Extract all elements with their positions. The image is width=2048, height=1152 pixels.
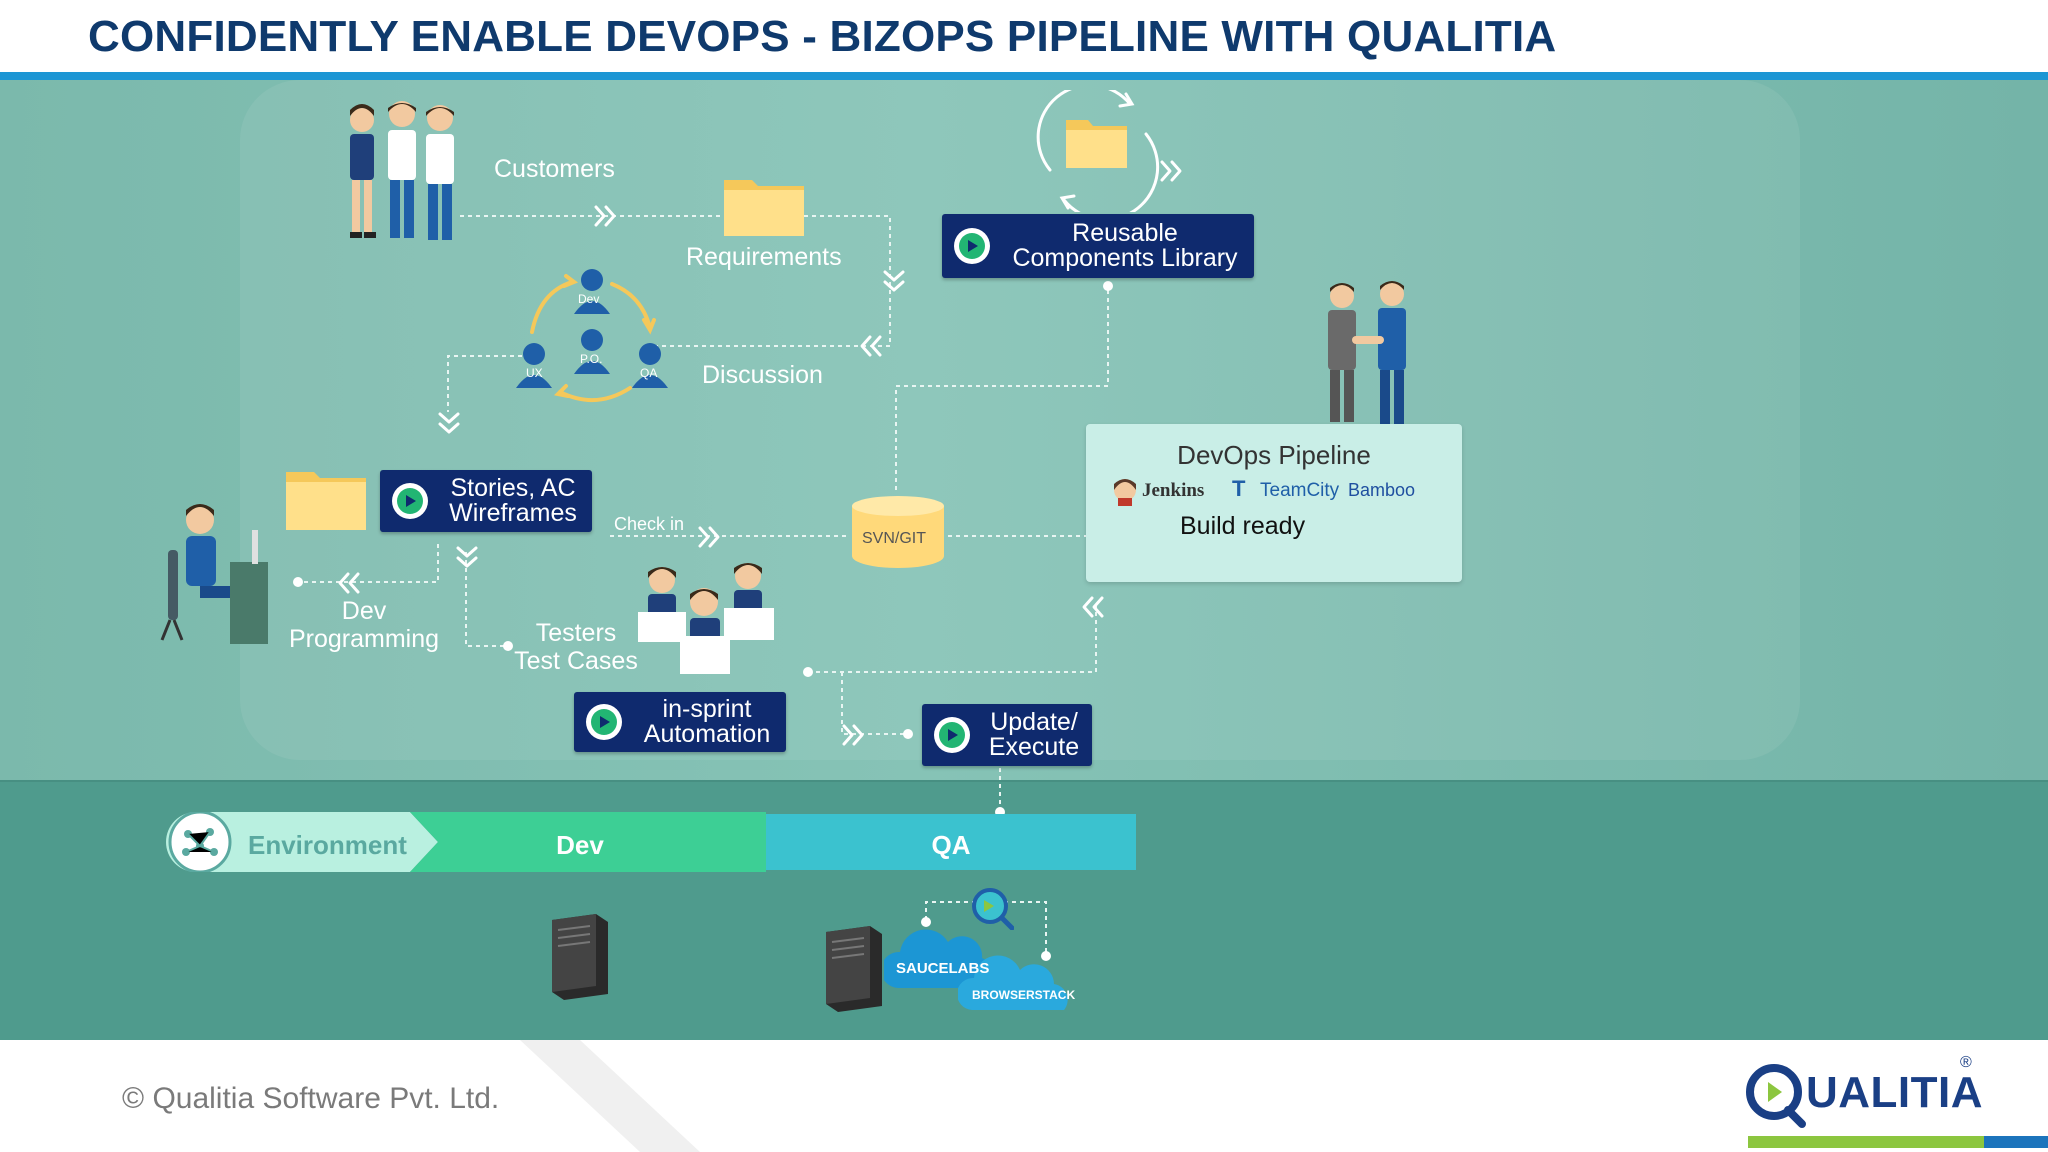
logo-bar-green bbox=[1748, 1136, 1984, 1148]
jenkins-icon bbox=[1114, 479, 1136, 506]
cloud-icon bbox=[958, 955, 1068, 1010]
qualitia-play-icon bbox=[586, 704, 622, 740]
discussion-label: Discussion bbox=[702, 361, 823, 389]
logo-bar-blue bbox=[1984, 1136, 2048, 1148]
svn-git-label: SVN/GIT bbox=[862, 530, 927, 547]
header-bar bbox=[0, 0, 2048, 74]
dev-programming-label: Dev Programming bbox=[284, 597, 444, 653]
server-icon bbox=[826, 926, 882, 1012]
env-stage-dev: Dev bbox=[556, 830, 604, 860]
build-status: Build ready bbox=[1180, 512, 1306, 540]
sync-arrows-icon bbox=[1036, 90, 1160, 212]
tool-bamboo: Bamboo bbox=[1348, 480, 1416, 500]
update-line2: Execute bbox=[988, 733, 1080, 761]
testers-line2: Test Cases bbox=[514, 646, 638, 675]
update-execute-badge: Update/ Execute bbox=[922, 704, 1092, 766]
customers-label: Customers bbox=[494, 155, 615, 183]
role-dev-label: Dev bbox=[578, 292, 600, 306]
registered-mark: ® bbox=[1960, 1054, 1972, 1071]
folder-icon bbox=[724, 180, 804, 236]
dev-line1: Dev bbox=[341, 597, 387, 625]
qualitia-play-icon bbox=[954, 228, 990, 264]
reusable-components-badge: Reusable Components Library bbox=[942, 214, 1254, 278]
testers-icon bbox=[638, 563, 774, 674]
tool-jenkins: Jenkins bbox=[1142, 480, 1205, 501]
handshake-icon bbox=[1328, 281, 1406, 424]
testers-line1: Testers bbox=[535, 619, 617, 647]
role-ux-label: UX bbox=[526, 366, 543, 380]
update-line1: Update/ bbox=[990, 708, 1078, 736]
devops-pipeline-box: DevOps Pipeline Jenkins T TeamCity Bambo… bbox=[1086, 424, 1462, 582]
folder-icon bbox=[286, 472, 366, 530]
reusable-line1: Reusable bbox=[1072, 219, 1178, 247]
environment-label: Environment bbox=[248, 830, 407, 860]
role-qa-label: QA bbox=[640, 366, 658, 380]
header-rule bbox=[0, 72, 2048, 80]
footer bbox=[0, 1040, 2048, 1152]
testers-label: Testers Test Cases bbox=[496, 619, 656, 675]
desk-worker-icon bbox=[160, 504, 268, 644]
people-group-icon bbox=[516, 269, 668, 403]
footer-decoration bbox=[520, 1040, 700, 1152]
check-in-label: Check in bbox=[614, 514, 685, 534]
browserstack-label: BROWSERSTACK bbox=[972, 988, 1076, 1002]
magnifier-icon bbox=[972, 888, 1014, 930]
stories-line2: Wireframes bbox=[449, 499, 577, 527]
role-po-label: P.O. bbox=[580, 352, 603, 366]
requirements-label: Requirements bbox=[686, 243, 842, 271]
stories-line1: Stories, AC bbox=[450, 474, 576, 502]
teamcity-icon: T bbox=[1232, 476, 1246, 501]
environment-band bbox=[166, 812, 1136, 872]
dev-line2: Programming bbox=[288, 624, 440, 653]
reusable-line2: Components Library bbox=[1012, 244, 1238, 272]
cloud-icon bbox=[884, 929, 993, 988]
env-stage-qa: QA bbox=[931, 830, 971, 860]
qualitia-logo-text: UALITIA bbox=[1806, 1068, 1984, 1117]
server-icon bbox=[552, 914, 608, 1000]
in-sprint-automation-badge: in-sprint Automation bbox=[574, 692, 786, 752]
database-icon bbox=[852, 496, 944, 568]
tool-teamcity: TeamCity bbox=[1260, 480, 1340, 501]
saucelabs-label: SAUCELABS bbox=[896, 960, 990, 977]
customers-icon bbox=[350, 101, 454, 240]
page-title: CONFIDENTLY ENABLE DEVOPS - BIZOPS PIPEL… bbox=[88, 12, 1557, 61]
qualitia-logo-icon bbox=[1746, 1064, 1806, 1128]
insprint-line1: in-sprint bbox=[662, 695, 752, 723]
qualitia-play-icon bbox=[392, 483, 428, 519]
stories-badge: Stories, AC Wireframes bbox=[380, 470, 592, 532]
insprint-line2: Automation bbox=[643, 720, 771, 748]
copyright-text: © Qualitia Software Pvt. Ltd. bbox=[122, 1082, 500, 1115]
qualitia-play-icon bbox=[934, 717, 970, 753]
diagram-area bbox=[0, 80, 2048, 782]
devops-title: DevOps Pipeline bbox=[1177, 440, 1371, 470]
